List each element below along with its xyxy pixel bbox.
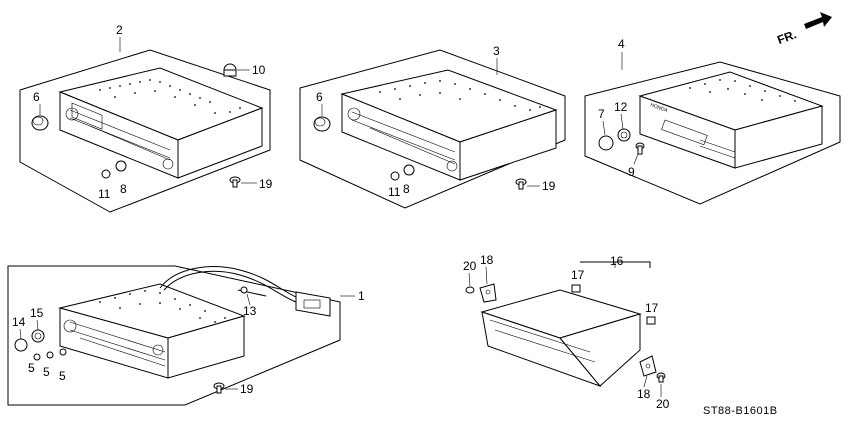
radio-unit-1 (58, 283, 246, 379)
unit-2-outline-frame (19, 49, 271, 213)
callout-17-b: 17 (645, 301, 659, 315)
shaft-9 (635, 142, 645, 155)
knob-14 (14, 338, 28, 352)
bolt-19-unit-2 (229, 176, 241, 188)
pocket-16-group: 16 17 17 18 20 18 (463, 253, 670, 411)
callout-19-c: 19 (240, 382, 254, 396)
callout-9: 9 (628, 165, 635, 179)
callout-18-b: 18 (637, 387, 651, 401)
callout-20-b: 20 (656, 397, 670, 411)
callout-6: 6 (33, 90, 40, 104)
callout-10: 10 (252, 63, 266, 77)
callout-12: 12 (614, 100, 628, 114)
radio-unit-2-group: 2 6 (19, 23, 273, 213)
radio-unit-1-group: 1 13 (7, 265, 365, 406)
callout-5-b: 5 (43, 365, 50, 379)
unit-4-outline-frame (584, 61, 841, 205)
callout-15: 15 (30, 306, 44, 320)
front-arrow-icon (804, 12, 832, 29)
knob-15 (31, 329, 45, 343)
callout-11: 11 (98, 187, 111, 201)
callout-14: 14 (12, 315, 26, 329)
callout-8-b: 8 (403, 182, 410, 196)
storage-pocket (480, 289, 642, 388)
knob-7 (598, 135, 614, 151)
callout-11-b: 11 (388, 185, 401, 199)
diagram-part-code: ST88-B1601B (703, 405, 778, 417)
knob-6-left (31, 115, 49, 131)
unit-3-outline-frame (299, 49, 566, 209)
callout-5-a: 5 (28, 361, 35, 375)
radio-unit-4-group: 4 HONDA 7 12 9 (584, 37, 841, 205)
clip-17-right (646, 316, 656, 325)
callout-6-b: 6 (316, 90, 323, 104)
radio-unit-3-group: 3 6 11 8 (299, 44, 566, 209)
bolt-19-unit-3 (515, 178, 527, 190)
front-direction-label: FR. (775, 27, 798, 47)
callout-20-a: 20 (463, 259, 477, 273)
callout-16-bracket (580, 261, 651, 268)
knob-11-8-middle (390, 164, 415, 181)
bolt-19-unit-1 (213, 382, 225, 394)
unit-1-outline-frame (7, 265, 341, 406)
callout-17-a: 17 (571, 268, 585, 282)
callout-3: 3 (493, 44, 500, 58)
callout-16: 16 (610, 254, 624, 268)
callout-19: 19 (259, 177, 273, 191)
bracket-18-bottom (639, 355, 657, 377)
knob-11-8-left (101, 160, 127, 179)
callout-13: 13 (243, 304, 257, 318)
callout-8: 8 (120, 182, 127, 196)
wire-harness (159, 266, 331, 317)
callout-4: 4 (618, 37, 625, 51)
callout-2: 2 (116, 23, 123, 37)
knobs-5 (33, 348, 67, 361)
screw-20-bottom (656, 372, 666, 383)
radio-unit-2 (58, 67, 264, 179)
radio-unit-4: HONDA (638, 71, 824, 169)
bracket-18-top (479, 283, 497, 303)
screw-20-top (465, 286, 475, 294)
screw-10 (223, 63, 237, 77)
knob-6-middle (313, 116, 331, 132)
callout-7: 7 (598, 107, 605, 121)
radio-unit-3 (340, 69, 558, 181)
knob-12 (617, 128, 631, 142)
callout-18-a: 18 (480, 253, 494, 267)
callout-19-b: 19 (542, 179, 556, 193)
clip-17-left (571, 284, 581, 293)
callout-1: 1 (358, 289, 365, 303)
front-direction-indicator: FR. (775, 12, 832, 47)
callout-5-c: 5 (59, 369, 66, 383)
